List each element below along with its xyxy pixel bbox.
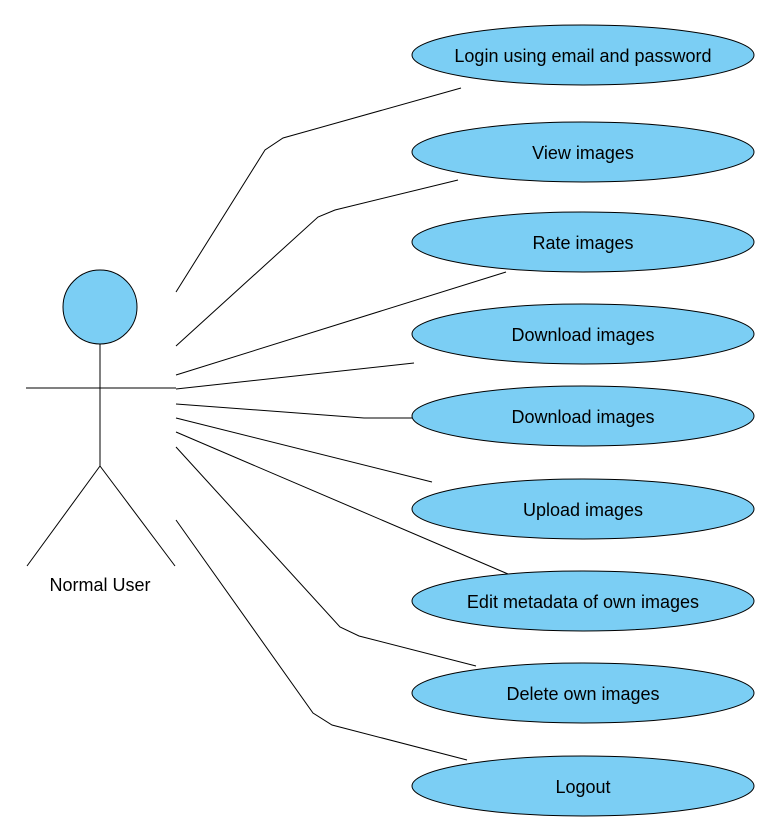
connector-view-images (175, 179, 459, 347)
use-case-label: Rate images (532, 233, 633, 253)
use-case-label: Edit metadata of own images (467, 592, 699, 612)
use-case-label: Upload images (523, 500, 643, 520)
use-case-label: Delete own images (506, 684, 659, 704)
use-case-delete-own-images[interactable]: Delete own images (411, 662, 755, 724)
use-case-label: Download images (511, 325, 654, 345)
actor-right-leg (99, 465, 176, 567)
connector-download-images-1 (175, 362, 415, 390)
use-case-ellipse (411, 121, 755, 183)
use-case-label: Download images (511, 407, 654, 427)
actor-head (62, 269, 138, 345)
actor-label: Normal User (49, 575, 150, 595)
use-case-view-images[interactable]: View images (411, 121, 755, 183)
connector-upload-images (175, 417, 433, 483)
use-case-ellipse (411, 303, 755, 365)
connector-edit-metadata (175, 431, 509, 575)
actor-normal-user: Normal User (26, 269, 176, 595)
use-case-download-images[interactable]: Download images (411, 385, 755, 447)
use-case-label: View images (532, 143, 634, 163)
use-case-label: Logout (555, 777, 610, 797)
connector-logout (175, 519, 468, 761)
connector-login (175, 87, 462, 293)
use-case-ellipse (411, 478, 755, 540)
connectors (175, 87, 509, 761)
use-case-login[interactable]: Login using email and password (411, 24, 755, 86)
use-case-ellipse (411, 570, 755, 632)
connector-download-images-2 (175, 403, 412, 419)
use-case-upload-images[interactable]: Upload images (411, 478, 755, 540)
connector-rate-images (175, 271, 507, 376)
connector-delete-own-images (175, 446, 477, 667)
use-cases: Login using email and password View imag… (411, 24, 755, 817)
use-case-rate-images[interactable]: Rate images (411, 211, 755, 273)
actor-left-leg (26, 465, 101, 567)
use-case-edit-metadata[interactable]: Edit metadata of own images (411, 570, 755, 632)
use-case-download-images[interactable]: Download images (411, 303, 755, 365)
use-case-logout[interactable]: Logout (411, 755, 755, 817)
use-case-ellipse (411, 385, 755, 447)
use-case-ellipse (411, 24, 755, 86)
use-case-label: Login using email and password (454, 46, 711, 66)
use-case-ellipse (411, 211, 755, 273)
use-case-ellipse (411, 662, 755, 724)
use-case-ellipse (411, 755, 755, 817)
